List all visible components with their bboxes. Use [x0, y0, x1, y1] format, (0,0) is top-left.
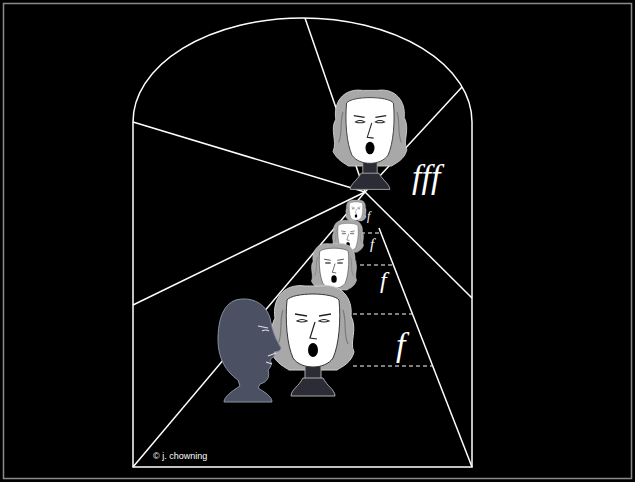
window-frame [133, 122, 472, 467]
perspective-line [365, 192, 472, 298]
copyright-note: © j. chowning [153, 452, 207, 461]
room-lines [133, 18, 472, 467]
outer-frame [4, 4, 632, 479]
perspective-line [133, 192, 365, 467]
dynamic-marking: f [367, 210, 370, 222]
dynamic-marking: f [380, 268, 387, 292]
perspective-line [133, 122, 365, 192]
perspective-line [379, 228, 472, 467]
distance-lines [353, 233, 432, 366]
dynamic-marking: f [396, 328, 405, 362]
singer-head [333, 90, 407, 189]
listener-head [218, 299, 281, 402]
dashed-line [360, 265, 393, 266]
dashed-line [353, 366, 432, 367]
singer-head [272, 286, 354, 396]
arch [133, 18, 472, 122]
dynamic-marking: f [370, 237, 374, 252]
dynamic-marking: fff [412, 160, 440, 194]
dashed-line [361, 233, 381, 234]
dashed-line [353, 314, 412, 315]
